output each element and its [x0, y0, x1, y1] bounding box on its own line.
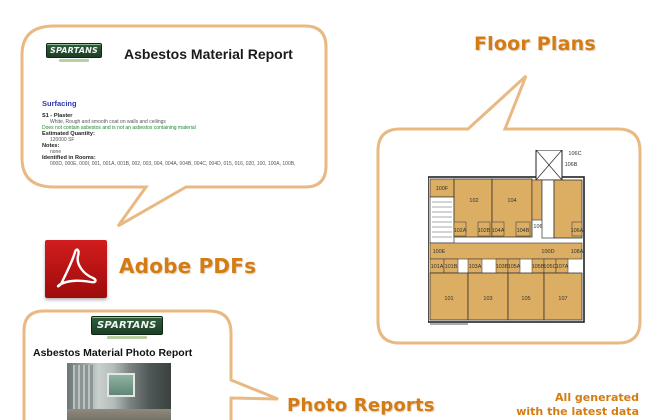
floor-plan-drawing: 100F 102 104 106C 106B 100E 106 100D 108… [428, 150, 585, 325]
room-label: 104A [492, 228, 505, 234]
item-description: White, Rough and smooth coat on walls an… [50, 119, 166, 125]
report-title: Asbestos Material Report [124, 46, 293, 62]
room-label: 105A [508, 264, 521, 270]
room-label: 101A [431, 264, 444, 270]
room-label: 100F [436, 186, 449, 192]
room-label: 106 [533, 224, 542, 230]
room-label: 103 [483, 296, 492, 302]
rooms-label: Identified in Rooms: [42, 155, 96, 161]
room-label: 103B [496, 264, 509, 270]
floor-plans-label: Floor Plans [474, 33, 596, 55]
generated-line-2: with the latest data [516, 405, 639, 418]
room-label: 102A [454, 228, 467, 234]
spartans-logo: SPARTANS [46, 43, 102, 62]
quantity-label: Estimated Quantity: [42, 131, 95, 137]
room-label: 101 [444, 296, 453, 302]
room-label: 104 [507, 198, 516, 204]
room-label: 100E [433, 249, 446, 255]
room-label: 100D [541, 249, 554, 255]
asbestos-sample-photo [67, 363, 171, 420]
generated-note: All generated with the latest data [516, 391, 639, 419]
room-label: 101B [445, 264, 458, 270]
room-label: 105C [543, 264, 556, 270]
item-title: S1 - Plaster [42, 113, 73, 119]
notes-label: Notes: [42, 143, 60, 149]
photo-report-title: Asbestos Material Photo Report [33, 347, 193, 359]
adobe-pdf-icon [45, 240, 107, 298]
spartans-logo-photo: SPARTANS [91, 316, 163, 339]
rooms-value: 000D, 000E, 000I, 001, 001A, 001B, 002, … [50, 161, 296, 167]
room-label: 104B [517, 228, 530, 234]
report-preview: Asbestos Material Report Surfacing S1 - … [26, 27, 324, 187]
room-label: 107 [558, 296, 567, 302]
report-body: S1 - Plaster White, Rough and smooth coa… [42, 113, 312, 167]
room-label: 102 [469, 198, 478, 204]
room-label: 106A [571, 228, 584, 234]
adobe-pdfs-label: Adobe PDFs [119, 254, 257, 278]
room-label: 106B [565, 162, 578, 168]
notes-value: none [50, 149, 62, 155]
room-label: 102B [478, 228, 491, 234]
report-section-heading: Surfacing [42, 99, 77, 108]
room-label: 103A [469, 264, 482, 270]
room-label: 107A [556, 264, 569, 270]
asbestos-status: Does not contain asbestos and is not an … [42, 125, 196, 131]
room-label: 105 [521, 296, 530, 302]
generated-line-1: All generated [555, 391, 639, 404]
photo-reports-label: Photo Reports [287, 395, 435, 416]
quantity-value: 120000 SF [50, 137, 75, 143]
room-label: 108A [571, 249, 584, 255]
room-label: 105B [532, 264, 545, 270]
room-label: 106C [568, 151, 581, 157]
